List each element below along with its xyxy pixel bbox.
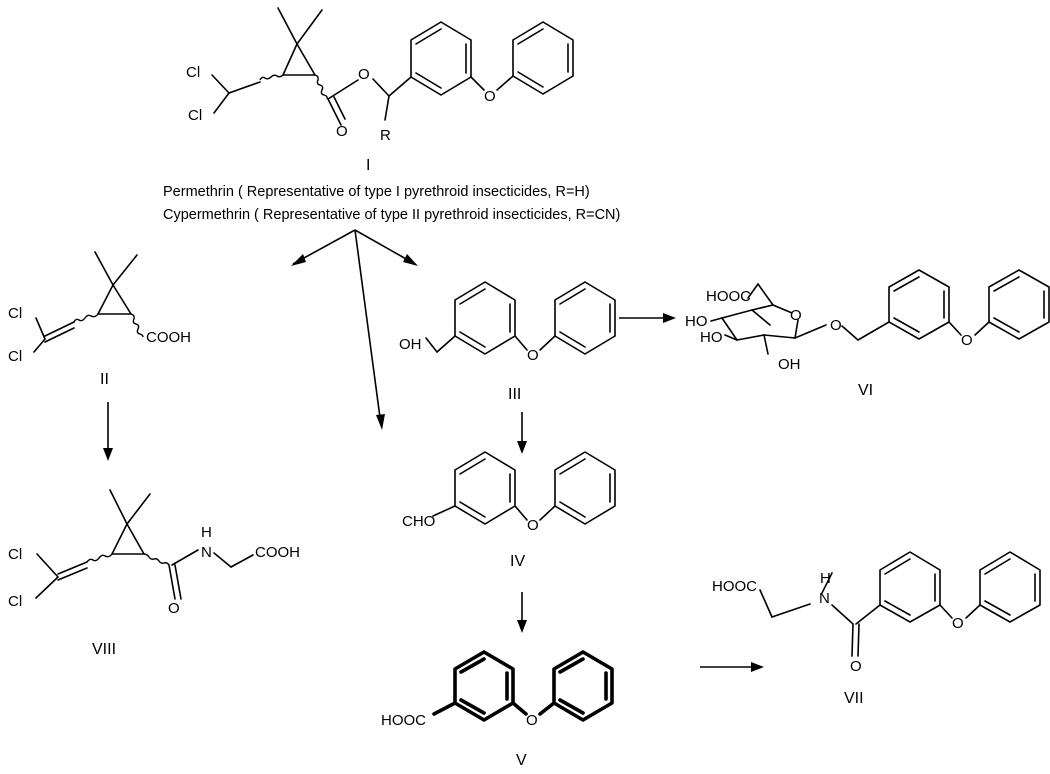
carboxylic-acid-group: HOOC xyxy=(706,288,751,305)
ether-oxygen-atom: O xyxy=(527,347,539,364)
chlorine-atom: Cl xyxy=(188,107,202,124)
compound-label-V: V xyxy=(516,752,527,769)
amide-hydrogen: H xyxy=(820,570,831,587)
aldehyde-group: CHO xyxy=(402,513,435,530)
caption-cypermethrin: Cypermethrin ( Representative of type II… xyxy=(163,207,620,223)
amide-nitrogen-atom: N xyxy=(819,590,830,607)
caption-permethrin: Permethrin ( Representative of type I py… xyxy=(163,184,590,200)
chlorine-atom: Cl xyxy=(8,305,22,322)
ether-oxygen-atom: O xyxy=(961,332,973,349)
ether-oxygen-atom: O xyxy=(484,88,496,105)
compound-label-II: II xyxy=(100,371,109,388)
hydroxyl-group: HO xyxy=(685,313,708,330)
chlorine-atom: Cl xyxy=(8,348,22,365)
hydroxyl-group: OH xyxy=(778,356,801,373)
hydroxyl-group: HO xyxy=(700,329,723,346)
compound-VIII-structure xyxy=(35,489,254,600)
ring-oxygen-atom: O xyxy=(790,307,802,324)
glycosidic-oxygen-atom: O xyxy=(830,317,842,334)
compound-VII-structure xyxy=(759,551,1041,657)
compound-label-III: III xyxy=(508,386,521,403)
compound-III-structure xyxy=(425,281,616,355)
compound-I-structure xyxy=(211,7,574,126)
carboxylic-acid-group: HOOC xyxy=(712,578,757,595)
amide-hydrogen: H xyxy=(201,524,212,541)
hydroxyl-group: OH xyxy=(399,336,422,353)
compound-V-structure xyxy=(432,650,614,722)
ether-oxygen-atom: O xyxy=(526,712,538,729)
compound-label-I: I xyxy=(366,157,370,174)
ether-oxygen-atom: O xyxy=(527,517,539,534)
compound-label-VIII: VIII xyxy=(92,641,116,658)
ester-oxygen-atom: O xyxy=(358,66,370,83)
carboxylic-acid-group: COOH xyxy=(146,329,191,346)
chlorine-atom: Cl xyxy=(8,546,22,563)
compound-label-VI: VI xyxy=(858,382,873,399)
carboxylic-acid-group: HOOC xyxy=(381,712,426,729)
compound-label-VII: VII xyxy=(844,690,864,707)
compound-II-structure xyxy=(33,251,144,353)
chlorine-atom: Cl xyxy=(186,64,200,81)
carbonyl-oxygen-atom: O xyxy=(850,658,862,675)
carbonyl-oxygen-atom: O xyxy=(168,600,180,617)
carboxylic-acid-group: COOH xyxy=(255,544,300,561)
chlorine-atom: Cl xyxy=(8,593,22,610)
r-group-label: R xyxy=(380,127,391,144)
reaction-arrows xyxy=(103,229,764,672)
compound-label-IV: IV xyxy=(510,553,525,570)
compound-VI-structure xyxy=(710,269,1050,355)
carbonyl-oxygen-atom: O xyxy=(336,123,348,140)
compound-IV-structure xyxy=(432,451,616,525)
amide-nitrogen-atom: N xyxy=(201,544,212,561)
ether-oxygen-atom: O xyxy=(952,615,964,632)
